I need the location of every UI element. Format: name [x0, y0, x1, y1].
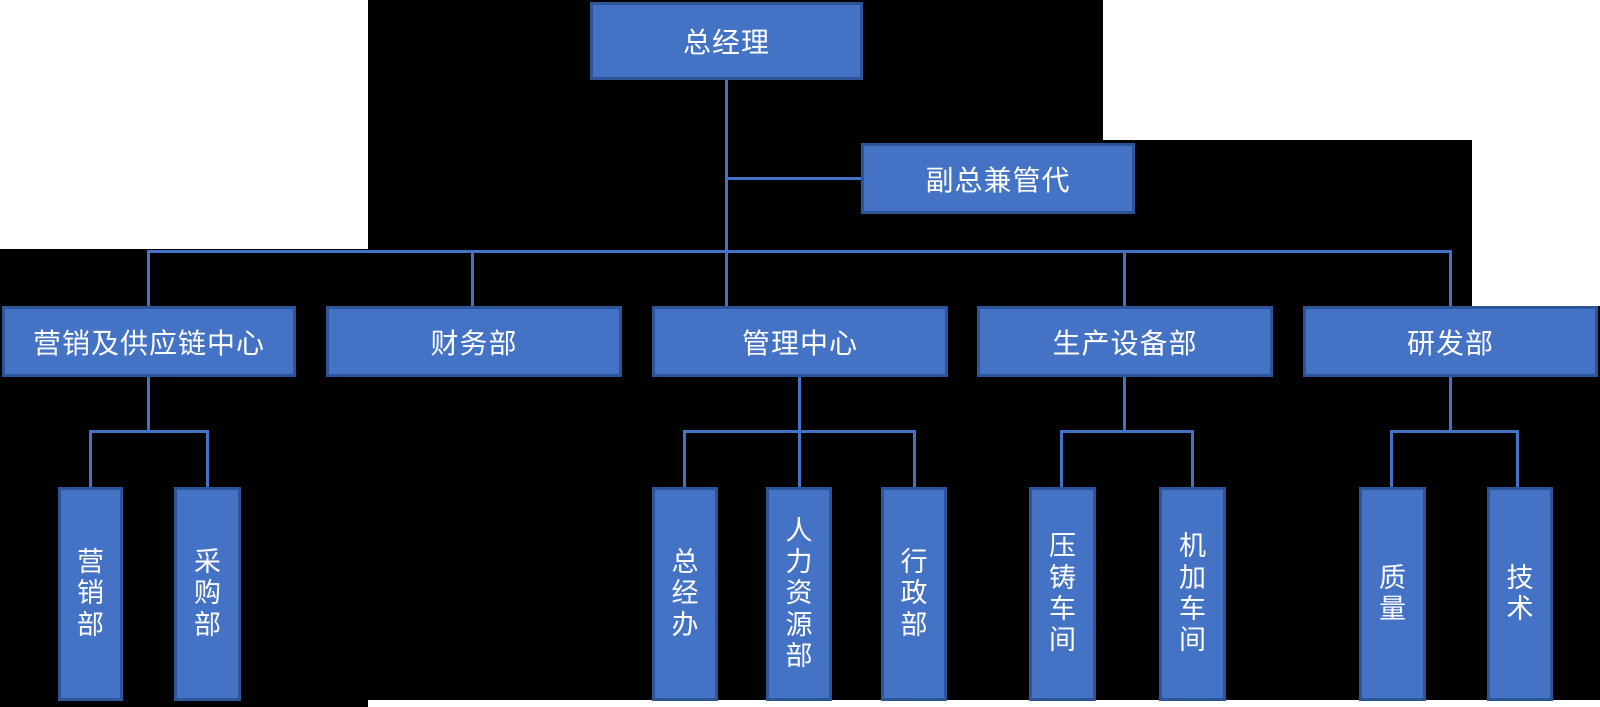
connector-line-stem-dept4 — [1123, 377, 1126, 433]
connector-line-drop-leaf9 — [1516, 430, 1519, 487]
org-node-machining-workshop[interactable]: 机加车间 — [1159, 487, 1226, 701]
org-node-label: 技术 — [1506, 562, 1534, 624]
connector-line-drop-leaf2 — [206, 430, 209, 487]
connector-line-level2-bus — [147, 250, 1452, 253]
connector-line-drop-leaf5 — [913, 430, 916, 487]
connector-line-root-stem — [725, 80, 728, 306]
org-node-label: 压铸车间 — [1048, 531, 1076, 656]
white-region-top-left — [0, 0, 368, 249]
org-node-die-casting-workshop[interactable]: 压铸车间 — [1029, 487, 1096, 701]
org-node-management-center[interactable]: 管理中心 — [652, 306, 948, 377]
connector-line-harness-dept4 — [1060, 430, 1194, 433]
org-node-general-manager[interactable]: 总经理 — [590, 2, 863, 80]
connector-line-stem-dept5 — [1449, 377, 1452, 433]
org-node-label: 总经理 — [682, 27, 770, 58]
white-region-top-right — [1103, 0, 1600, 140]
connector-line-drop-leaf1 — [89, 430, 92, 487]
org-node-label: 机加车间 — [1178, 531, 1206, 656]
connector-line-drop-dept1 — [147, 250, 150, 306]
org-node-marketing-supply-chain-center[interactable]: 营销及供应链中心 — [2, 306, 296, 377]
org-node-admin-dept[interactable]: 行政部 — [881, 487, 947, 701]
org-node-label: 副总兼管代 — [925, 164, 1071, 196]
connector-line-harness-dept1 — [89, 430, 209, 433]
connector-line-assistant-branch — [725, 177, 861, 180]
connector-line-drop-leaf7 — [1191, 430, 1194, 487]
org-node-quality[interactable]: 质量 — [1359, 487, 1426, 701]
org-node-hr-dept[interactable]: 人力资源部 — [766, 487, 832, 701]
org-node-label: 行政部 — [900, 547, 928, 640]
connector-line-drop-dept5 — [1449, 250, 1452, 306]
org-node-purchasing-dept[interactable]: 采购部 — [174, 487, 241, 701]
org-node-deputy-gm[interactable]: 副总兼管代 — [861, 143, 1135, 214]
connector-line-drop-dept2 — [471, 250, 474, 306]
connector-line-drop-dept4 — [1123, 250, 1126, 306]
connector-line-drop-leaf3 — [683, 430, 686, 487]
org-node-gm-office[interactable]: 总经办 — [652, 487, 718, 701]
org-node-label: 总经办 — [671, 547, 699, 640]
org-node-label: 生产设备部 — [1052, 327, 1198, 359]
white-region-bottom — [368, 700, 1600, 707]
org-node-finance-dept[interactable]: 财务部 — [326, 306, 622, 377]
org-node-label: 研发部 — [1406, 327, 1494, 359]
connector-line-drop-leaf8 — [1390, 430, 1393, 487]
connector-line-harness-dept5 — [1390, 430, 1519, 433]
org-node-label: 管理中心 — [741, 327, 858, 359]
connector-line-stem-dept1 — [147, 377, 150, 433]
connector-line-drop-leaf6 — [1060, 430, 1063, 487]
org-node-label: 营销部 — [76, 547, 104, 640]
org-node-label: 人力资源部 — [785, 515, 813, 671]
org-node-label: 采购部 — [193, 547, 221, 640]
org-node-label: 质量 — [1378, 562, 1406, 624]
org-node-label: 营销及供应链中心 — [32, 327, 265, 359]
org-node-marketing-dept[interactable]: 营销部 — [58, 487, 123, 701]
org-node-rd-dept[interactable]: 研发部 — [1303, 306, 1598, 377]
connector-line-drop-leaf4 — [798, 430, 801, 487]
connector-line-stem-dept3 — [798, 377, 801, 433]
org-node-label: 财务部 — [430, 327, 518, 359]
white-region-right — [1472, 140, 1600, 306]
org-node-production-equipment-dept[interactable]: 生产设备部 — [977, 306, 1273, 377]
org-node-technology[interactable]: 技术 — [1487, 487, 1553, 701]
